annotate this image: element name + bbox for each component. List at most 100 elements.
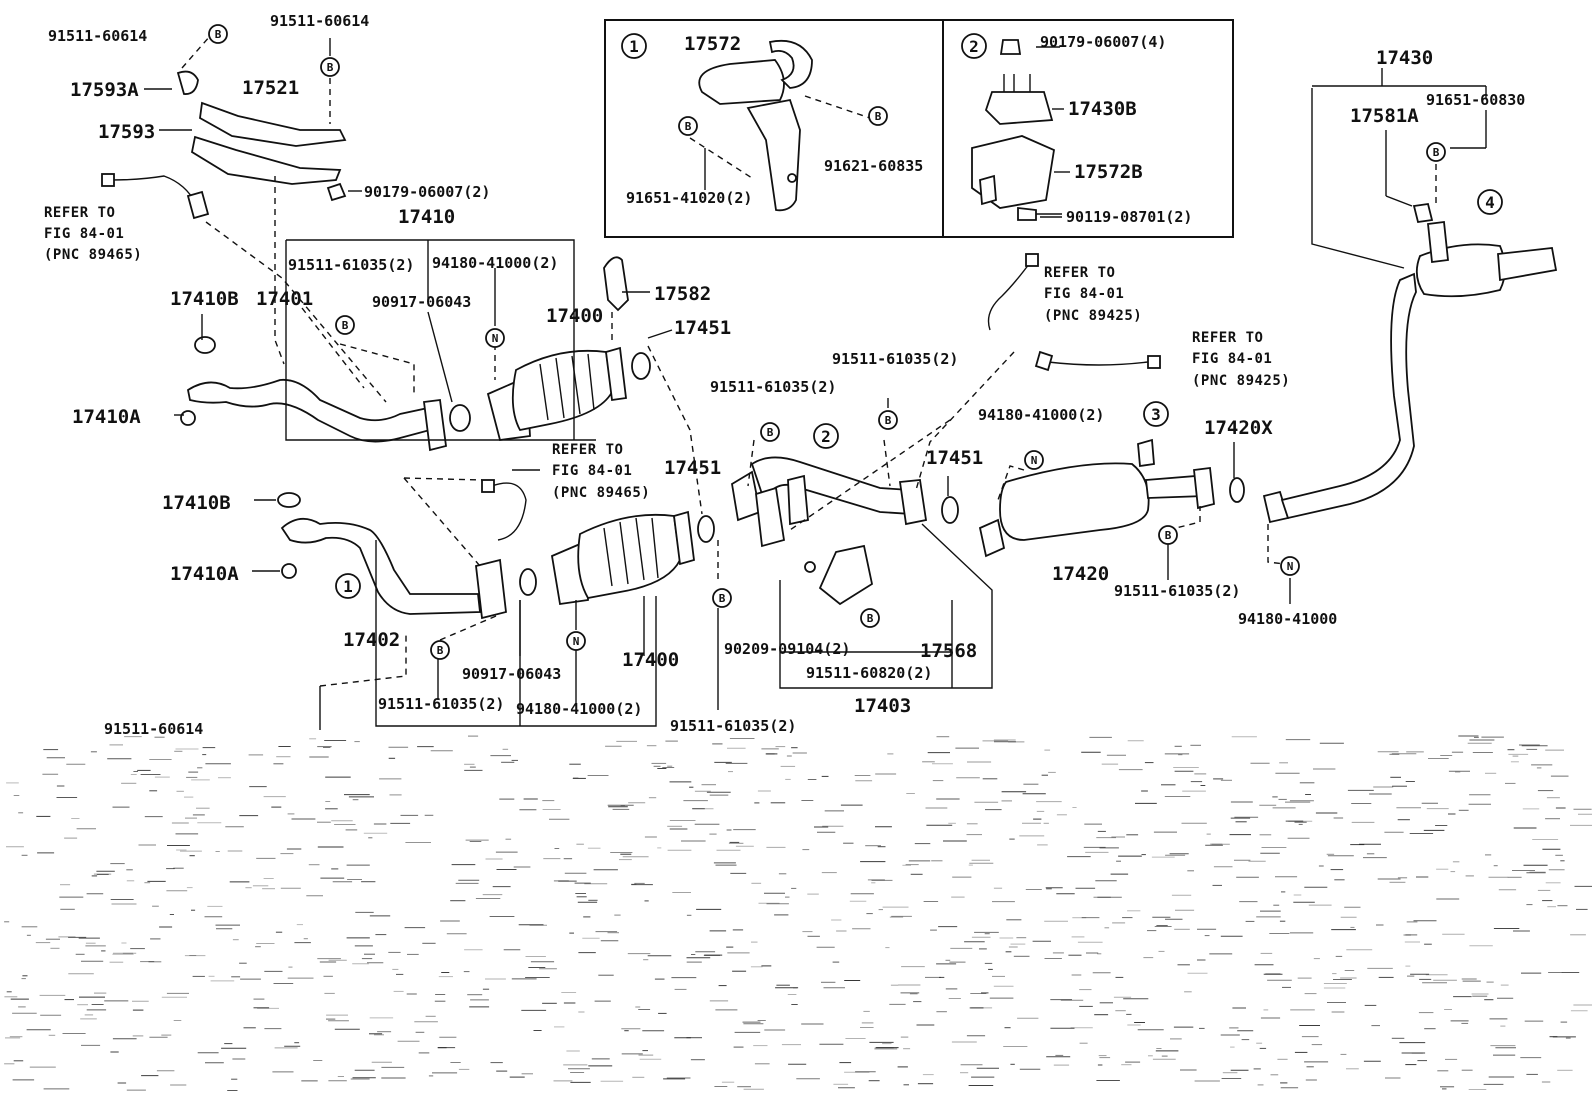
part-label: 17400	[546, 305, 603, 327]
svg-text:B: B	[327, 61, 334, 74]
part-label: 91511-61035(2)	[832, 350, 958, 368]
part-label: 91511-60614	[48, 27, 147, 45]
refer-notes: REFER TO FIG 84-01 (PNC 89465) REFER TO …	[44, 205, 1290, 501]
refer-note-line: REFER TO	[1192, 330, 1263, 346]
refer-note-line: FIG 84-01	[1044, 286, 1124, 302]
part-label: 17593A	[70, 79, 139, 101]
part-label: 17451	[664, 457, 721, 479]
circled-reference-number: 1	[335, 573, 361, 599]
svg-text:2: 2	[821, 427, 831, 446]
sub-muffler-17420	[978, 438, 1245, 558]
bolt-badge-icon: B	[712, 588, 732, 608]
part-label: 17581A	[1350, 105, 1419, 127]
refer-note-line: (PNC 89425)	[1044, 308, 1142, 324]
leader-lines	[144, 35, 1487, 730]
bolt-badge-icon: B	[760, 422, 780, 442]
fastener-badges: B B B N B N B B N B N B B B B B	[208, 24, 1446, 660]
part-label: 17410B	[162, 492, 231, 514]
svg-text:B: B	[215, 28, 222, 41]
refer-note-line: FIG 84-01	[1192, 351, 1272, 367]
part-label: 94180-41000(2)	[516, 700, 642, 718]
bolt-badge-icon: B	[1426, 142, 1446, 162]
circled-reference-number: 1	[621, 33, 647, 59]
part-label: 91511-60614	[270, 12, 369, 30]
bolt-badge-icon: B	[320, 57, 340, 77]
part-label: 17568	[920, 640, 977, 662]
part-labels: 91511-60614 91511-60614 17593A 17521 175…	[48, 12, 1525, 738]
svg-text:B: B	[437, 644, 444, 657]
bolt-badge-icon: B	[868, 106, 888, 126]
inset-two-label: 17430B	[1068, 98, 1137, 120]
svg-text:B: B	[1165, 529, 1172, 542]
svg-text:N: N	[492, 332, 499, 345]
part-label: 91511-60614	[104, 720, 203, 738]
part-label: 17430	[1376, 47, 1433, 69]
svg-text:1: 1	[629, 37, 639, 56]
catalytic-converter-upper	[449, 256, 651, 441]
part-label: 17410A	[72, 406, 141, 428]
tail-muffler-17430	[1262, 202, 1558, 524]
part-label: 17410B	[170, 288, 239, 310]
part-label: 91511-61035(2)	[670, 717, 796, 735]
svg-text:4: 4	[1485, 193, 1495, 212]
refer-note-line: REFER TO	[552, 442, 623, 458]
circled-reference-number: 4	[1477, 189, 1503, 215]
circled-reference-number: 2	[813, 423, 839, 449]
inset-one-parts	[689, 39, 871, 212]
part-label: 90917-06043	[462, 665, 561, 683]
part-label: 17451	[674, 317, 731, 339]
nut-badge-icon: N	[1024, 450, 1044, 470]
svg-text:B: B	[342, 319, 349, 332]
circled-reference-numbers: 1 2 1 2 3 4	[335, 33, 1503, 599]
refer-note-line: FIG 84-01	[44, 226, 124, 242]
part-label: 17400	[622, 649, 679, 671]
center-pipe-17403	[731, 456, 959, 606]
part-label: 17420X	[1204, 417, 1273, 439]
part-label: 17451	[926, 447, 983, 469]
part-label: 17402	[343, 629, 400, 651]
refer-note-line: (PNC 89465)	[552, 485, 650, 501]
bolt-badge-icon: B	[1158, 525, 1178, 545]
nut-badge-icon: N	[566, 631, 586, 651]
bolt-badge-icon: B	[208, 24, 228, 44]
inset-two-parts	[971, 39, 1062, 221]
part-label: 17420	[1052, 563, 1109, 585]
part-label: 91511-61035(2)	[288, 256, 414, 274]
refer-note-line: (PNC 89425)	[1192, 373, 1290, 389]
svg-text:B: B	[875, 110, 882, 123]
part-label: 17410A	[170, 563, 239, 585]
svg-text:B: B	[885, 414, 892, 427]
svg-text:3: 3	[1151, 405, 1161, 424]
scan-noise-area	[4, 735, 1592, 1091]
bolt-badge-icon: B	[678, 116, 698, 136]
svg-text:B: B	[767, 426, 774, 439]
bolt-badge-icon: B	[335, 315, 355, 335]
svg-text:N: N	[1031, 454, 1038, 467]
part-label: 91651-60830	[1426, 91, 1525, 109]
front-pipe-17402	[277, 492, 537, 620]
inset-one-label: 91651-41020(2)	[626, 189, 752, 207]
svg-text:1: 1	[343, 577, 353, 596]
bolt-badge-icon: B	[430, 640, 450, 660]
oxygen-sensors	[101, 173, 1161, 541]
inset-frame	[604, 19, 1234, 238]
svg-text:B: B	[867, 612, 874, 625]
inset-two-label: 90179-06007(4)	[1040, 33, 1166, 51]
refer-note-line: REFER TO	[1044, 265, 1115, 281]
svg-text:B: B	[1433, 146, 1440, 159]
nut-badge-icon: N	[1280, 556, 1300, 576]
svg-text:N: N	[573, 635, 580, 648]
svg-text:N: N	[1287, 560, 1294, 573]
part-label: 91511-60820(2)	[806, 664, 932, 682]
part-label: 17521	[242, 77, 299, 99]
inset-labels: 17572 91651-41020(2) 91621-60835 90179-0…	[626, 33, 1192, 226]
svg-text:2: 2	[969, 37, 979, 56]
part-label: 94180-41000(2)	[432, 254, 558, 272]
circled-reference-number: 3	[1143, 401, 1169, 427]
part-label: 17582	[654, 283, 711, 305]
svg-text:B: B	[719, 592, 726, 605]
circled-reference-number: 2	[961, 33, 987, 59]
part-label: 17410	[398, 206, 455, 228]
